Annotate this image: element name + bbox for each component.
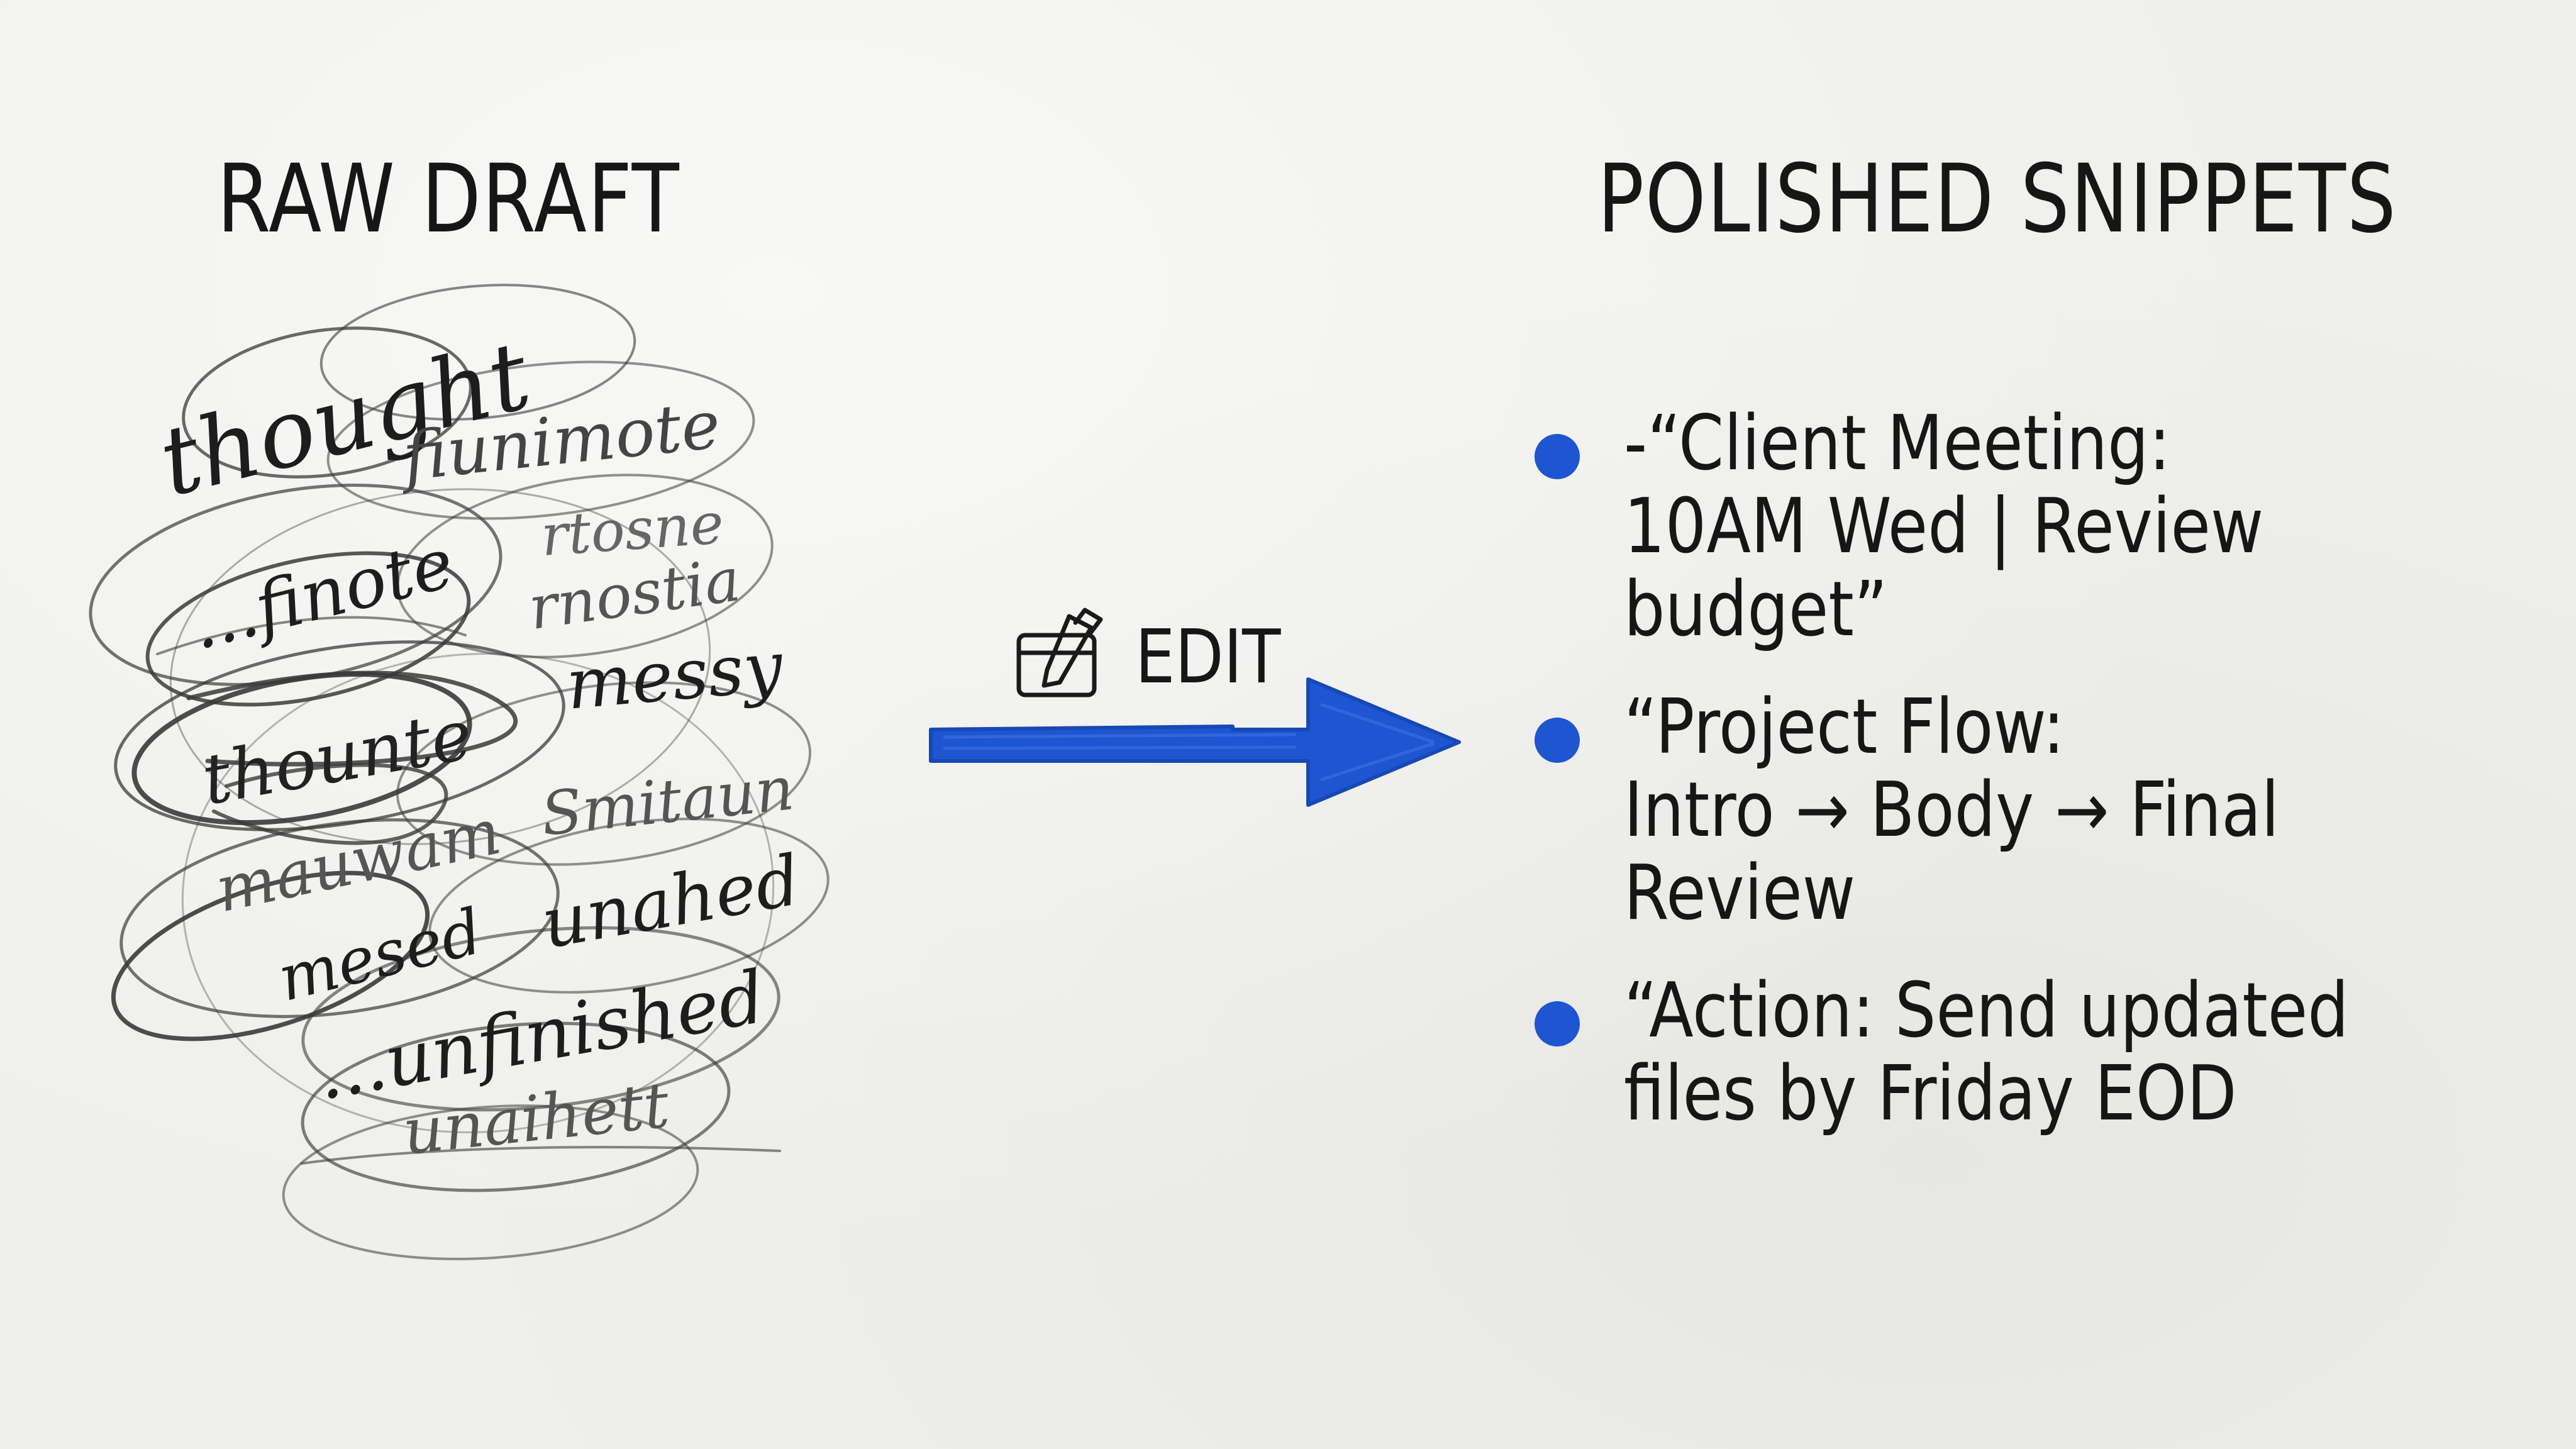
snippet-line: Review [1624, 850, 1856, 937]
polished-snippets-list: -“Client Meeting: 10AM Wed | Review budg… [1535, 402, 2553, 1136]
snippet-text: -“Client Meeting: 10AM Wed | Review budg… [1624, 402, 2423, 652]
raw-draft-heading: RAW DRAFT [217, 145, 680, 254]
snippet-text: “Action: Send updated files by Friday EO… [1624, 970, 2423, 1136]
snippet-item: “Action: Send updated files by Friday EO… [1535, 970, 2553, 1136]
snippet-item: “Project Flow: Intro → Body → Final Revi… [1535, 686, 2553, 935]
snippet-line: 10AM Wed | Review budget” [1624, 483, 2264, 653]
edit-arrow [929, 677, 1461, 807]
edit-pencil-box-icon [1016, 608, 1103, 697]
bullet-icon [1535, 718, 1580, 763]
snippet-item: -“Client Meeting: 10AM Wed | Review budg… [1535, 402, 2553, 652]
bullet-icon [1535, 1001, 1580, 1046]
snippet-line: “Project Flow: [1624, 684, 2065, 771]
snippet-line: “Action: Send updated [1624, 967, 2349, 1055]
polished-snippets-heading: POLISHED SNIPPETS [1597, 145, 2397, 254]
snippet-text: “Project Flow: Intro → Body → Final Revi… [1624, 686, 2423, 935]
snippet-line: Intro → Body → Final [1624, 767, 2280, 854]
bullet-icon [1535, 434, 1580, 479]
edit-label: EDIT [1135, 613, 1281, 700]
snippet-line: files by Friday EOD [1624, 1050, 2237, 1138]
snippet-line: -“Client Meeting: [1624, 400, 2171, 487]
